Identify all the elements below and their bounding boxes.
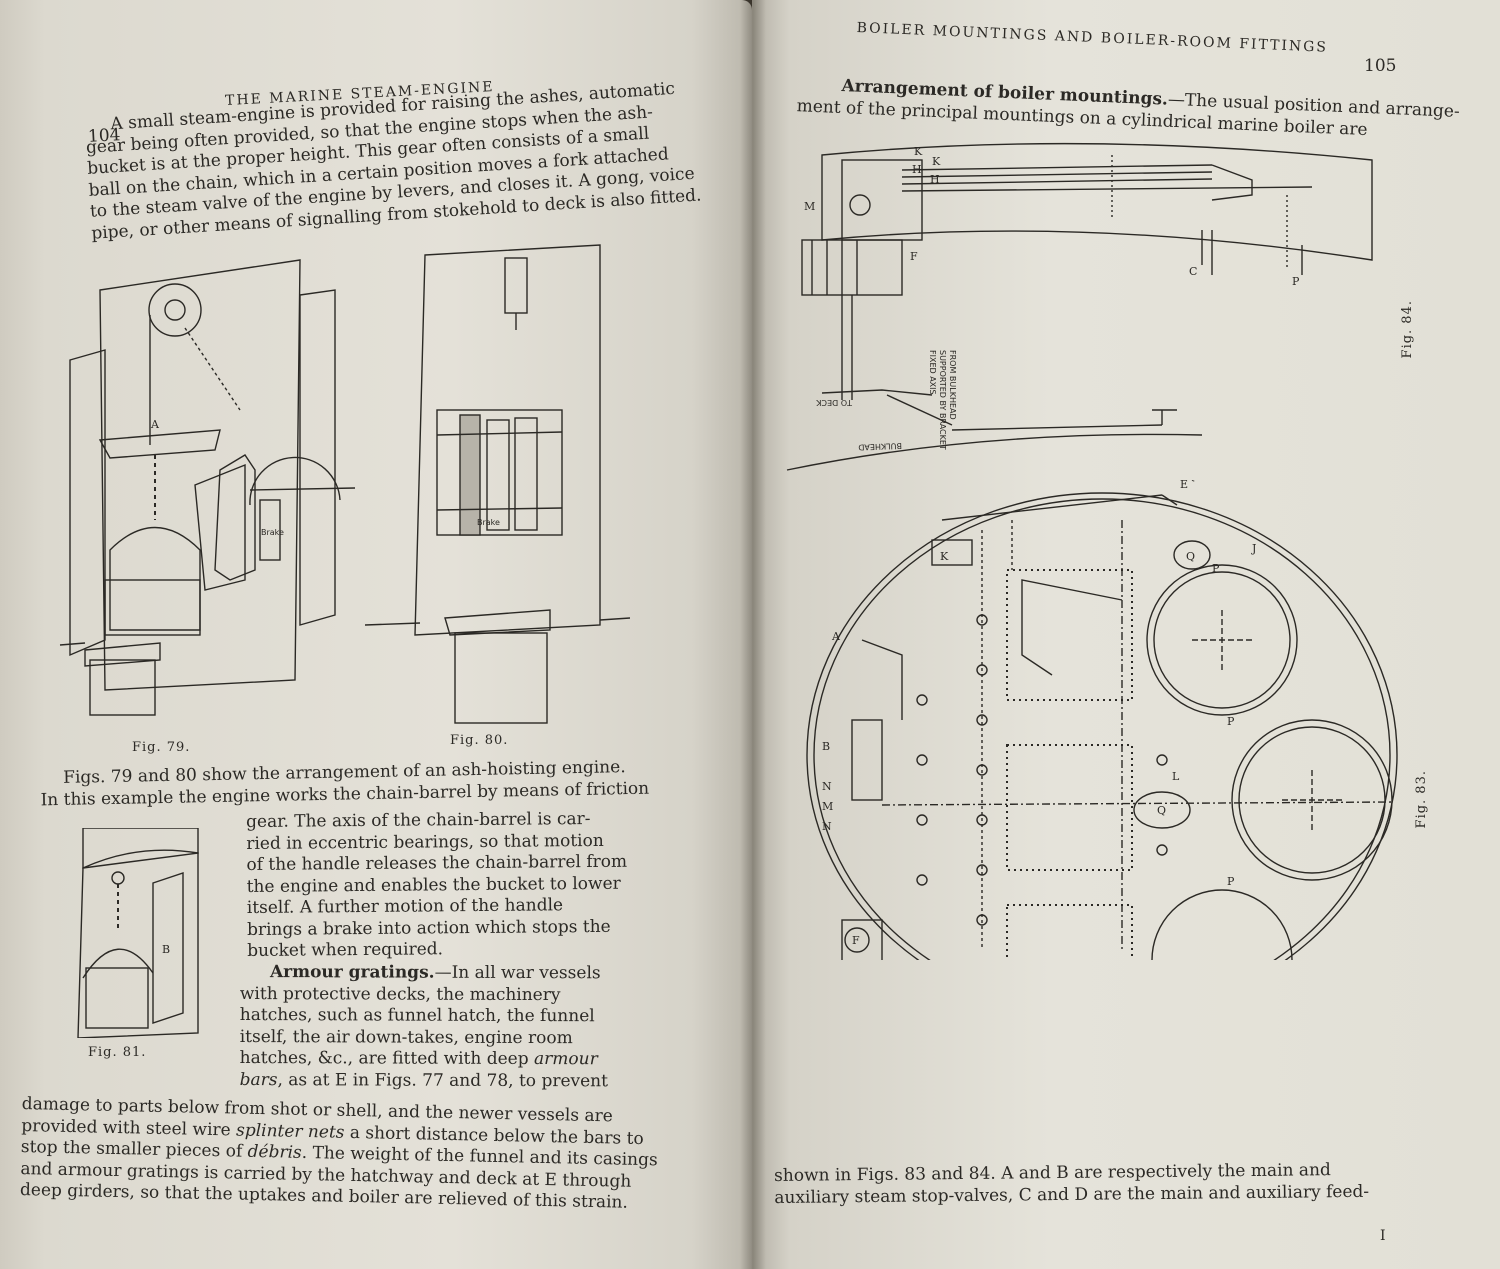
armour-gratings-paragraph-cont: damage to parts below from shot or shell… bbox=[20, 1094, 658, 1214]
fig-84-drawing: K H K H M F C P FIXED AXIS SUPPORTED BY … bbox=[786, 142, 1373, 471]
text-line: with protective decks, the machinery bbox=[239, 983, 561, 1005]
fig-79-drawing: A Brake bbox=[59, 259, 355, 716]
fig-84-caption: Fig. 84. bbox=[1400, 300, 1415, 359]
fig-83-label-k: K bbox=[940, 550, 949, 563]
fig-84-label-k2: K bbox=[932, 155, 941, 168]
fig-83-label-p: P bbox=[1212, 562, 1220, 575]
fig-84-label-c: C bbox=[1189, 265, 1197, 278]
right-page-number: 105 bbox=[1364, 56, 1397, 76]
armour-gratings-heading: Armour gratings. bbox=[269, 962, 435, 983]
fig-83-label-j: J bbox=[1251, 542, 1256, 555]
fig-81-caption: Fig. 81. bbox=[88, 1045, 147, 1060]
fig-84-bracket-label-3: FROM BULKHEAD bbox=[948, 350, 957, 420]
signature-mark: I bbox=[1380, 1228, 1386, 1244]
fig-83-label-f: F bbox=[852, 934, 860, 947]
right-bottom-paragraph: shown in Figs. 83 and 84. A and B are re… bbox=[774, 1159, 1434, 1209]
fig-84-label-f: F bbox=[910, 250, 918, 263]
fig-84-bracket-label-1: FIXED AXIS bbox=[928, 350, 937, 395]
text-line: gear. The axis of the chain-barrel is ca… bbox=[246, 808, 591, 832]
fig-83-label-n: N bbox=[822, 780, 832, 793]
fig-80-caption: Fig. 80. bbox=[450, 733, 509, 748]
fig-83-label-p2: P bbox=[1227, 715, 1235, 728]
fig-84-boiler-side-elevation: K H K H M F C P FIXED AXIS SUPPORTED BY … bbox=[782, 125, 1402, 475]
text-line: Armour gratings.—In all war vessels bbox=[269, 962, 601, 984]
fig-84-label-k: K bbox=[914, 145, 923, 158]
fig-83-label-g: G bbox=[874, 480, 883, 483]
right-page: BOILER MOUNTINGS AND BOILER-ROOM FITTING… bbox=[752, 0, 1500, 1269]
fig-84-label-h: H bbox=[912, 163, 922, 176]
fig-83-label-q2: Q bbox=[1157, 804, 1166, 817]
left-page: THE MARINE STEAM-ENGINE 104 A small stea… bbox=[0, 0, 752, 1269]
text-line: bars, as at E in Figs. 77 and 78, to pre… bbox=[239, 1069, 609, 1091]
left-intro-paragraph: A small steam-engine is provided for rai… bbox=[84, 79, 702, 244]
fig-83-label-m: M bbox=[822, 800, 833, 813]
fig-84-label-m: M bbox=[804, 200, 815, 213]
fig-83-drawing: E K Q J P A B N M N L Q P P F G Q bbox=[806, 480, 1398, 960]
text-line: brings a brake into action which stops t… bbox=[246, 916, 611, 940]
ash-hoisting-paragraph-cont: gear. The axis of the chain-barrel is ca… bbox=[246, 808, 628, 963]
fig-80-drawing: Brake bbox=[365, 244, 630, 724]
text-line: bucket when required. bbox=[247, 939, 444, 961]
armour-gratings-paragraph: Armour gratings.—In all war vessels with… bbox=[240, 962, 615, 1092]
ash-hoisting-paragraph: Figs. 79 and 80 show the arrangement of … bbox=[40, 757, 649, 811]
fig-80-label-brake: Brake bbox=[477, 518, 500, 527]
fig-83-label-q3: Q bbox=[1187, 480, 1196, 483]
fig-84-label-bulkhead: BULKHEAD bbox=[858, 441, 902, 452]
fig-81-drawing: B bbox=[77, 828, 199, 1038]
fig-84-label-p: P bbox=[1292, 275, 1300, 288]
text-line: itself. A further motion of the handle bbox=[246, 895, 564, 918]
fig-83-label-b: B bbox=[822, 740, 830, 753]
text-line: hatches, &c., are fitted with deep armou… bbox=[239, 1047, 598, 1070]
fig-83-boiler-front-view: E K Q J P A B N M N L Q P P F G Q bbox=[782, 480, 1412, 960]
fig-79-caption: Fig. 79. bbox=[132, 740, 191, 755]
fig-83-label-e: E bbox=[1180, 480, 1188, 491]
fig-79-ash-hoist-front: A Brake bbox=[55, 250, 355, 730]
text-line: itself, the air down-takes, engine room bbox=[239, 1026, 573, 1048]
fig-84-label-to-deck: TO DECK bbox=[815, 398, 853, 407]
book-gutter bbox=[740, 0, 766, 1269]
fig-84-bracket-label-2: SUPPORTED BY BRACKET bbox=[938, 350, 947, 450]
fig-83-label-q: Q bbox=[1186, 550, 1195, 563]
fig-83-label-l: L bbox=[1172, 770, 1180, 783]
fig-81-label-b: B bbox=[162, 943, 170, 956]
fig-80-ash-hoist-side: Brake bbox=[365, 240, 630, 730]
fig-83-label-a: A bbox=[831, 630, 841, 643]
fig-83-label-p3: P bbox=[1227, 875, 1235, 888]
fig-83-label-n2: N bbox=[822, 820, 832, 833]
fig-81-bucket-detail: B bbox=[58, 828, 238, 1038]
fig-79-label-a: A bbox=[150, 418, 160, 431]
fig-79-label-brake: Brake bbox=[261, 528, 284, 537]
right-running-head: BOILER MOUNTINGS AND BOILER-ROOM FITTING… bbox=[856, 20, 1329, 56]
text-line: of the handle releases the chain-barrel … bbox=[246, 851, 628, 875]
fig-84-label-h2: H bbox=[930, 173, 940, 186]
fig-83-caption: Fig. 83. bbox=[1414, 770, 1429, 829]
text-line: hatches, such as funnel hatch, the funne… bbox=[239, 1004, 595, 1027]
